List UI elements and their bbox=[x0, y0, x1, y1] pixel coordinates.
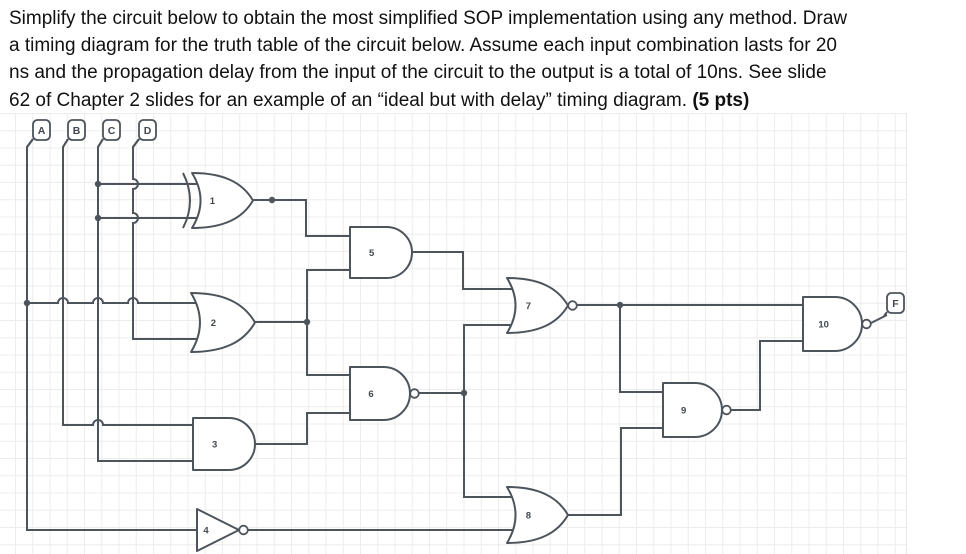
junction-dot bbox=[94, 180, 102, 188]
gate10-to-f-wire bbox=[870, 314, 888, 324]
gate6-to-gate7-wire bbox=[463, 324, 519, 393]
gate8-to-gate9-wire bbox=[568, 427, 666, 516]
gate-3-label: 3 bbox=[212, 439, 217, 450]
gate-8-or: 8 bbox=[506, 486, 569, 544]
output-label-f: F bbox=[883, 292, 905, 317]
gate-9-nand: 9 bbox=[662, 382, 732, 438]
input-label-b: B bbox=[62, 119, 86, 148]
gate-1-label: 1 bbox=[210, 196, 216, 207]
grid-background bbox=[0, 113, 907, 554]
input-label-c: C bbox=[97, 119, 121, 148]
question-text: Simplify the circuit below to obtain the… bbox=[0, 0, 966, 114]
input-d-wire bbox=[132, 138, 202, 340]
gate-2-or: 2 bbox=[190, 292, 256, 353]
inversion-bubble bbox=[721, 404, 732, 416]
input-b-wire bbox=[62, 138, 198, 426]
gate-10-label: 10 bbox=[818, 319, 829, 330]
gate-1-xor: 1 bbox=[182, 172, 254, 229]
gate-4-label: 4 bbox=[203, 525, 209, 536]
gate2-to-gate5-wire bbox=[306, 269, 353, 322]
gate-9-label: 9 bbox=[681, 405, 686, 416]
gate-3-and: 3 bbox=[192, 417, 256, 471]
gate6-to-gate8-wire bbox=[463, 393, 519, 498]
question-line-3: ns and the propagation delay from the in… bbox=[9, 62, 827, 84]
gate7-to-gate9-wire bbox=[619, 305, 666, 393]
input-c-wire bbox=[97, 138, 198, 462]
inversion-bubble bbox=[861, 318, 872, 330]
question-line-4: 62 of Chapter 2 slides for an example of… bbox=[9, 87, 966, 114]
input-a-wire bbox=[26, 138, 199, 531]
inversion-bubble bbox=[567, 300, 578, 311]
gate9-to-gate10-wire bbox=[731, 340, 806, 411]
junction-dot bbox=[23, 299, 31, 307]
question-line-4-text: 62 of Chapter 2 slides for an example of… bbox=[9, 89, 693, 111]
junction-dot bbox=[616, 301, 624, 309]
svg-text:A: A bbox=[38, 125, 46, 137]
inversion-bubble bbox=[238, 524, 249, 536]
svg-text:F: F bbox=[892, 298, 899, 310]
points-label: (5 pts) bbox=[692, 89, 750, 111]
question-line-2: a timing diagram for the truth table of … bbox=[9, 35, 837, 57]
gate-10-nand: 10 bbox=[802, 296, 872, 352]
gate-7-label: 7 bbox=[526, 301, 531, 312]
gate-8-label: 8 bbox=[526, 510, 531, 521]
gate-5-label: 5 bbox=[369, 248, 375, 259]
question-line-1: Simplify the circuit below to obtain the… bbox=[9, 8, 848, 29]
svg-text:D: D bbox=[144, 125, 152, 137]
gate-6-label: 6 bbox=[368, 389, 373, 400]
gate2-to-gate6-wire bbox=[306, 322, 353, 376]
junction-dot bbox=[303, 318, 311, 326]
input-label-d: D bbox=[132, 119, 157, 148]
svg-text:B: B bbox=[73, 125, 81, 137]
gate-5-and: 5 bbox=[349, 226, 413, 279]
gate-7-nor: 7 bbox=[506, 277, 578, 334]
junction-dot bbox=[460, 389, 468, 397]
gate-4-not: 4 bbox=[196, 508, 249, 552]
a-to-gate2-wire bbox=[27, 297, 204, 304]
junction-dot bbox=[268, 196, 276, 204]
gate-6-nand: 6 bbox=[349, 366, 420, 421]
svg-text:C: C bbox=[108, 125, 116, 137]
gate5-to-gate7-wire bbox=[412, 251, 519, 290]
gate3-to-gate6-wire bbox=[255, 412, 353, 445]
junction-dot bbox=[94, 214, 102, 222]
inversion-bubble bbox=[409, 388, 420, 399]
input-label-a: A bbox=[26, 119, 51, 148]
gate1-to-gate5-wire bbox=[253, 199, 353, 237]
gate-2-label: 2 bbox=[211, 318, 216, 329]
